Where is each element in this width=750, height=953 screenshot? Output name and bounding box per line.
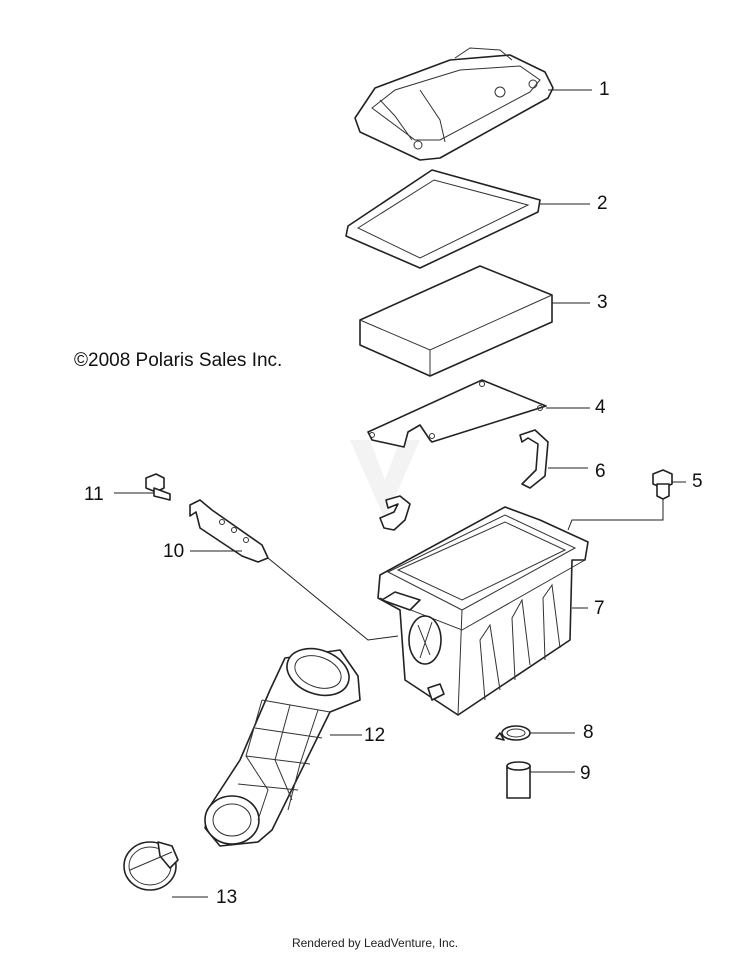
part-1-cover[interactable] (354, 47, 554, 161)
footer-credit: Rendered by LeadVenture, Inc. (291, 936, 459, 950)
callout-8[interactable]: 8 (583, 722, 594, 743)
leader-lines (114, 89, 686, 898)
copyright-text: ©2008 Polaris Sales Inc. (74, 350, 283, 371)
part-2-seal[interactable] (345, 169, 541, 269)
callout-11[interactable]: 11 (84, 484, 104, 505)
callout-7[interactable]: 7 (594, 598, 605, 619)
part-3-filter[interactable] (359, 265, 553, 377)
callout-1[interactable]: 1 (599, 79, 610, 100)
callout-12[interactable]: 12 (364, 725, 386, 746)
part-4-screen[interactable] (367, 379, 547, 448)
callout-10[interactable]: 10 (163, 541, 185, 562)
callout-4[interactable]: 4 (595, 397, 606, 418)
part-11-bolt[interactable] (145, 473, 171, 501)
part-6-clip-b[interactable] (379, 495, 411, 531)
callout-9[interactable]: 9 (580, 763, 591, 784)
part-10-bracket[interactable] (189, 499, 269, 563)
part-9-tube[interactable] (506, 761, 531, 799)
callout-13[interactable]: 13 (216, 887, 238, 908)
callout-6[interactable]: 6 (595, 461, 606, 482)
part-12-duct[interactable] (204, 640, 361, 847)
callout-5[interactable]: 5 (692, 471, 703, 492)
part-6-clip[interactable] (519, 429, 549, 489)
part-7-housing[interactable] (377, 506, 589, 716)
part-8-clamp[interactable] (495, 725, 531, 741)
callout-3[interactable]: 3 (597, 292, 608, 313)
watermark-logo (350, 440, 420, 520)
callout-2[interactable]: 2 (597, 193, 608, 214)
part-5-screw[interactable] (652, 469, 673, 500)
part-13-clamp[interactable] (123, 841, 179, 891)
